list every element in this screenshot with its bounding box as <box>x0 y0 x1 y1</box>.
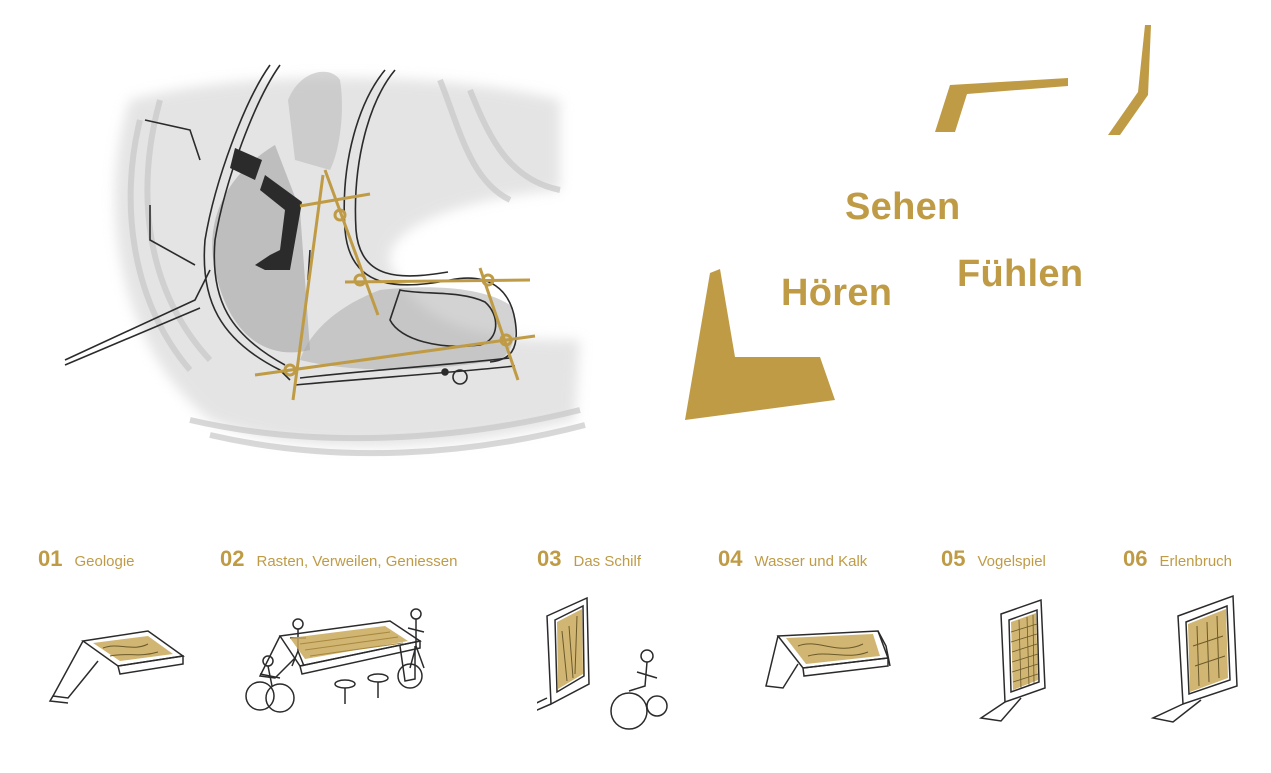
path-network <box>64 64 517 386</box>
route-lines <box>254 169 536 401</box>
frame-shape-bottom <box>685 269 835 420</box>
word-fuehlen: Fühlen <box>957 253 1084 295</box>
station-06: 06 Erlenbruch <box>1123 546 1263 761</box>
station-number: 03 <box>537 546 562 571</box>
frame-shape-top <box>935 25 1151 135</box>
station-04: 04 Wasser und Kalk <box>718 546 908 761</box>
rest-table-sketch <box>245 608 425 713</box>
reed-panel-sketch <box>537 596 668 730</box>
station-05: 05 Vogelspiel <box>941 546 1101 761</box>
bird-game-panel-sketch <box>978 598 1046 722</box>
wash-strokes <box>115 77 580 447</box>
pond-area-3 <box>288 71 342 170</box>
station-number: 06 <box>1123 546 1148 571</box>
station-label: Das Schilf <box>573 553 642 570</box>
wash-lines <box>127 78 586 457</box>
station-03: 03 Das Schilf <box>537 546 697 761</box>
station-label: Vogelspiel <box>977 553 1046 570</box>
station-label: Erlenbruch <box>1159 553 1233 570</box>
alder-panel-sketch <box>1150 594 1238 723</box>
station-01: 01 Geologie <box>38 546 208 761</box>
pond-area-2 <box>300 287 516 370</box>
station-label: Wasser und Kalk <box>754 553 868 570</box>
station-label: Geologie <box>74 553 135 570</box>
station-label: Rasten, Verweilen, Geniessen <box>256 553 458 570</box>
geology-table-sketch <box>48 630 185 704</box>
site-plan-sketch <box>64 64 586 457</box>
station-number: 05 <box>941 546 966 571</box>
word-sehen: Sehen <box>845 186 961 228</box>
word-hoeren: Hören <box>781 272 893 314</box>
station-number: 04 <box>718 546 743 571</box>
buildings <box>230 148 302 270</box>
station-number: 02 <box>220 546 245 571</box>
water-basin-sketch <box>765 630 891 689</box>
station-number: 01 <box>38 546 63 571</box>
station-02: 02 Rasten, Verweilen, Geniessen <box>220 546 490 761</box>
